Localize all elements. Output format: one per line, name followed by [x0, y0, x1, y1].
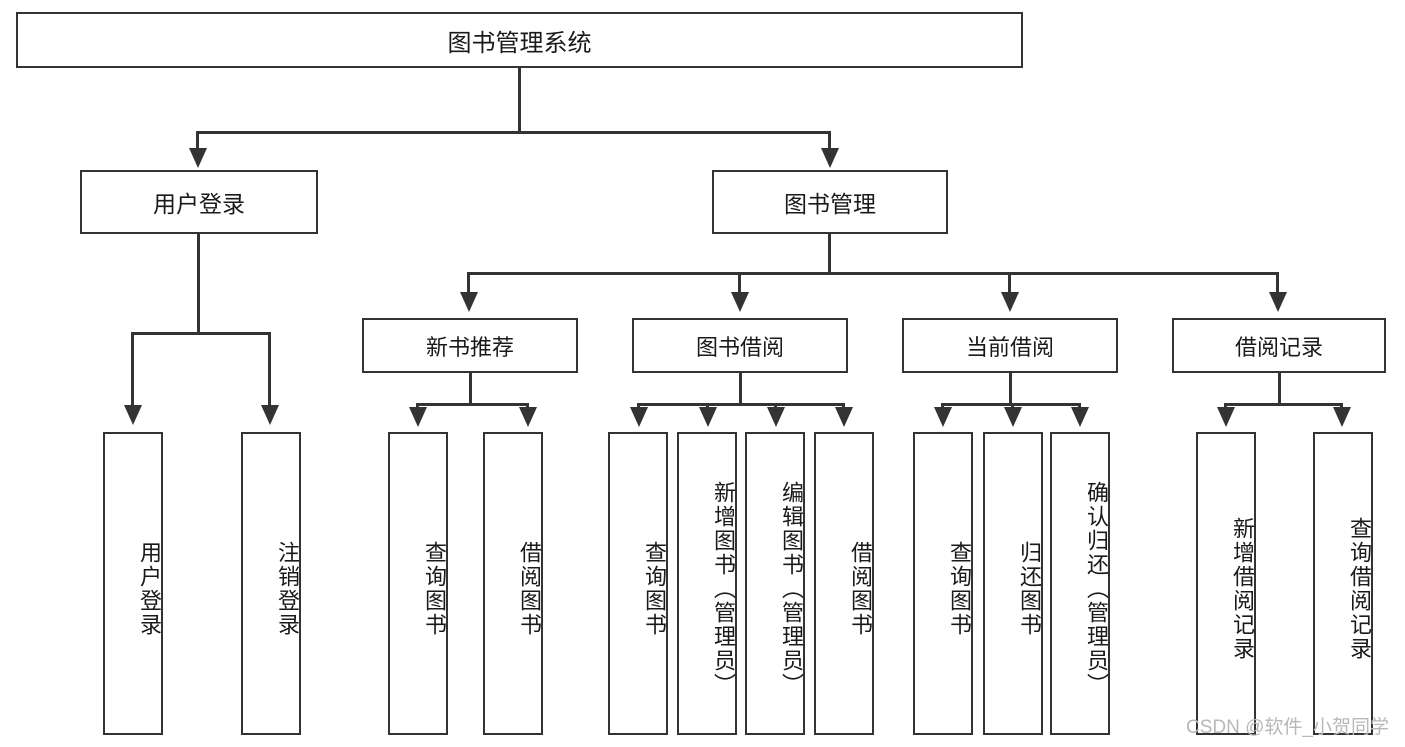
connector-bm-child-3 [1008, 272, 1011, 297]
arrow-root-to-user-login [189, 148, 207, 168]
connector-root-to-user-login [196, 131, 199, 153]
connector-root-stem [518, 68, 521, 133]
node-label: 编辑图书（管理员） [779, 480, 804, 697]
node-label: 借阅图书 [517, 540, 542, 637]
arrow-br-child-2 [1333, 407, 1351, 427]
connector-cb-stem [1009, 373, 1012, 405]
arrow-nbr-child-1 [409, 407, 427, 427]
arrow-bb-child-1 [630, 407, 648, 427]
arrow-user-login-child-2 [261, 405, 279, 425]
node-label: 查询图书 [422, 540, 447, 637]
arrow-cb-child-1 [934, 407, 952, 427]
node-label: 图书管理系统 [447, 29, 592, 57]
node-current-borrow[interactable]: 当前借阅 [902, 318, 1118, 373]
arrow-bb-child-3 [767, 407, 785, 427]
arrow-user-login-child-1 [124, 405, 142, 425]
node-label: 新增图书（管理员） [711, 480, 736, 697]
connector-user-login-bar [131, 332, 270, 335]
connector-user-login-child-2 [268, 332, 271, 410]
connector-root-to-book-management [828, 131, 831, 153]
node-label: 归还图书 [1017, 540, 1042, 637]
node-label: 图书借阅 [695, 334, 784, 360]
connector-user-login-stem [197, 234, 200, 334]
connector-nbr-bar [416, 403, 529, 406]
connector-user-login-child-1 [131, 332, 134, 410]
connector-book-management-bar [467, 272, 1278, 275]
connector-book-management-stem [828, 234, 831, 274]
node-label: 当前借阅 [965, 334, 1054, 360]
leaf-query-book-cb[interactable]: 查询图书 [913, 432, 973, 735]
arrow-bb-child-4 [835, 407, 853, 427]
arrow-root-to-book-management [821, 148, 839, 168]
connector-bm-child-1 [467, 272, 470, 297]
node-root-book-management-system[interactable]: 图书管理系统 [16, 12, 1023, 68]
arrow-cb-child-2 [1004, 407, 1022, 427]
leaf-return-book[interactable]: 归还图书 [983, 432, 1043, 735]
node-borrow-record[interactable]: 借阅记录 [1172, 318, 1386, 373]
connector-root-bar [196, 131, 831, 134]
node-book-borrow[interactable]: 图书借阅 [632, 318, 848, 373]
connector-bm-child-2 [738, 272, 741, 297]
leaf-confirm-return-admin[interactable]: 确认归还（管理员） [1050, 432, 1110, 735]
node-label: 用户登录 [153, 191, 245, 217]
connector-bb-bar [637, 403, 845, 406]
csdn-watermark: CSDN @软件_小贺同学 [1186, 717, 1389, 738]
leaf-borrow-book-bb[interactable]: 借阅图书 [814, 432, 874, 735]
arrow-bb-child-2 [699, 407, 717, 427]
node-label: 借阅图书 [848, 540, 873, 637]
node-label: 查询图书 [642, 540, 667, 637]
leaf-borrow-book-nbr[interactable]: 借阅图书 [483, 432, 543, 735]
leaf-logout[interactable]: 注销登录 [241, 432, 301, 735]
node-label: 借阅记录 [1234, 334, 1323, 360]
node-book-management[interactable]: 图书管理 [712, 170, 948, 234]
leaf-user-login[interactable]: 用户登录 [103, 432, 163, 735]
connector-br-bar [1224, 403, 1343, 406]
node-label: 查询图书 [947, 540, 972, 637]
arrow-bm-child-4 [1269, 292, 1287, 312]
connector-nbr-stem [469, 373, 472, 405]
node-label: 新书推荐 [425, 334, 514, 360]
connector-bm-child-4 [1276, 272, 1279, 297]
connector-br-stem [1278, 373, 1281, 405]
leaf-query-borrow-record[interactable]: 查询借阅记录 [1313, 432, 1373, 735]
arrow-bm-child-3 [1001, 292, 1019, 312]
connector-bb-stem [739, 373, 742, 405]
arrow-bm-child-2 [731, 292, 749, 312]
leaf-add-borrow-record[interactable]: 新增借阅记录 [1196, 432, 1256, 735]
leaf-add-book-admin[interactable]: 新增图书（管理员） [677, 432, 737, 735]
arrow-br-child-1 [1217, 407, 1235, 427]
node-new-book-recommend[interactable]: 新书推荐 [362, 318, 578, 373]
leaf-query-book-bb[interactable]: 查询图书 [608, 432, 668, 735]
leaf-edit-book-admin[interactable]: 编辑图书（管理员） [745, 432, 805, 735]
arrow-bm-child-1 [460, 292, 478, 312]
leaf-query-book-nbr[interactable]: 查询图书 [388, 432, 448, 735]
node-label: 用户登录 [137, 540, 162, 637]
node-user-login[interactable]: 用户登录 [80, 170, 318, 234]
arrow-cb-child-3 [1071, 407, 1089, 427]
arrow-nbr-child-2 [519, 407, 537, 427]
node-label: 注销登录 [275, 540, 300, 637]
node-label: 图书管理 [784, 191, 876, 217]
node-label: 新增借阅记录 [1230, 516, 1255, 661]
node-label: 查询借阅记录 [1347, 516, 1372, 661]
node-label: 确认归还（管理员） [1084, 480, 1109, 697]
